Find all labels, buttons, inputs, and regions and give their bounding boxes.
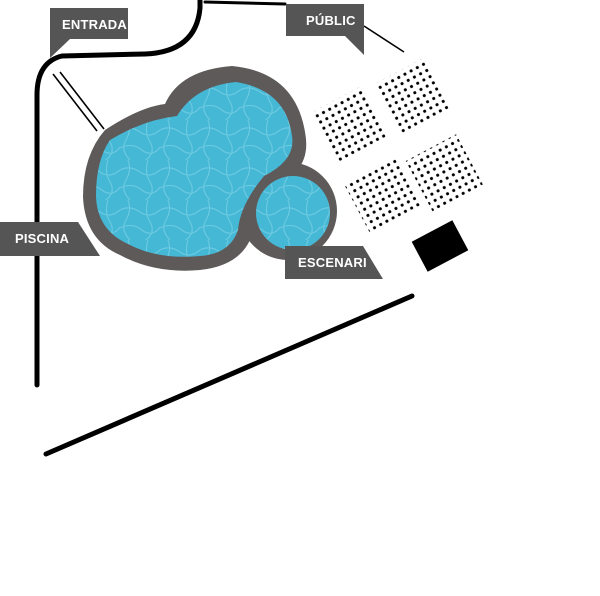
label-stage-box [285, 246, 383, 279]
pool-water-main [96, 82, 293, 257]
top-path [203, 0, 287, 6]
label-audience: PÚBLIC [286, 4, 405, 55]
pool-water-small [256, 176, 330, 250]
main-path [34, 0, 203, 388]
seat-block-1 [311, 85, 389, 163]
audience-seating [311, 57, 483, 234]
pool [83, 66, 337, 271]
label-audience-text: PÚBLIC [306, 13, 356, 28]
entrance-line-1 [52, 73, 98, 132]
seat-block-3 [343, 156, 421, 234]
label-pool-box [0, 222, 100, 256]
paths [34, 0, 415, 457]
label-pool: PISCINA [0, 222, 100, 256]
label-stage: ESCENARI [285, 246, 383, 279]
label-audience-pointer [363, 25, 405, 53]
seat-block-4 [405, 134, 483, 212]
label-entrance-box [50, 8, 128, 58]
label-entrance-text: ENTRADA [62, 17, 127, 32]
label-stage-text: ESCENARI [298, 255, 367, 270]
label-entrance: ENTRADA [50, 8, 128, 58]
stage-block [411, 220, 469, 272]
label-pool-text: PISCINA [15, 231, 70, 246]
stage [411, 220, 469, 272]
seat-block-2 [373, 57, 451, 135]
label-audience-box [286, 4, 364, 55]
entrance-line-2 [59, 71, 105, 130]
diagonal-boundary [43, 293, 415, 457]
